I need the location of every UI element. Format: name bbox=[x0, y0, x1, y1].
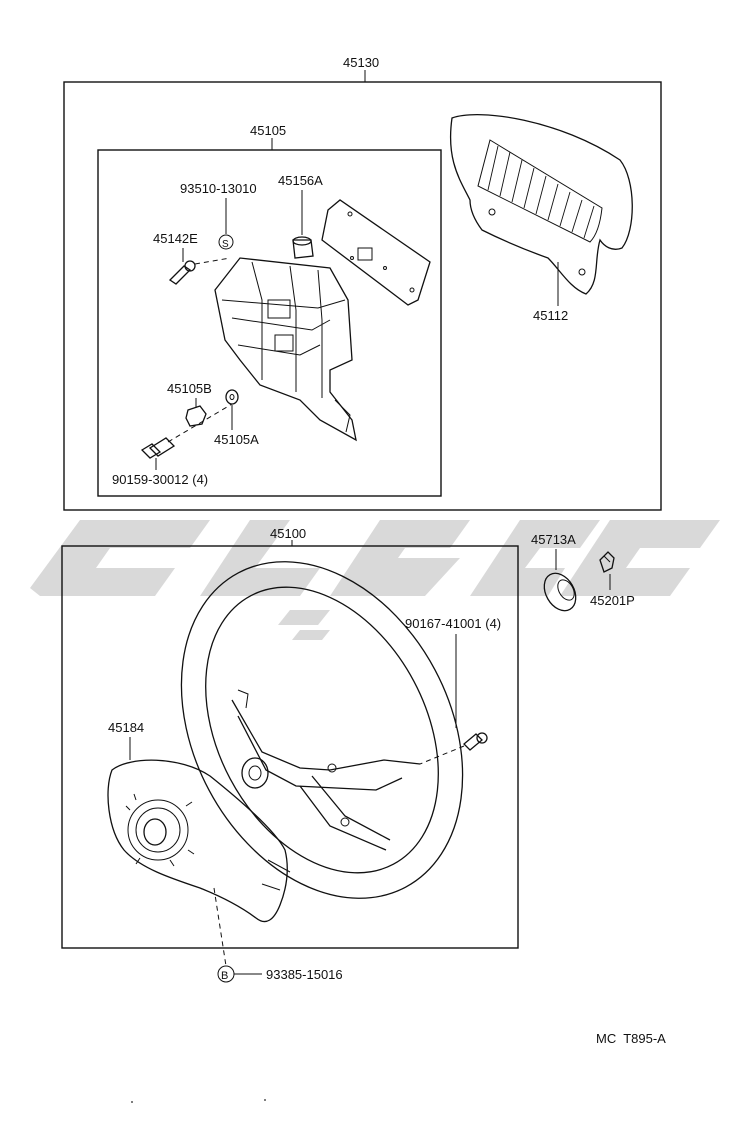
dash-93385 bbox=[213, 887, 227, 967]
part-45201P-clip bbox=[599, 551, 615, 573]
label-45105A: 45105A bbox=[214, 432, 259, 447]
dash-90167 bbox=[419, 745, 465, 765]
part-45156A bbox=[292, 236, 314, 259]
label-45130: 45130 bbox=[343, 55, 379, 70]
wheel-assembly: 45100 90167-41001 (4) 45184 bbox=[61, 526, 519, 967]
s-marker-text: S bbox=[222, 239, 229, 250]
part-45105A-washer bbox=[225, 389, 239, 405]
dash-90159 bbox=[167, 403, 233, 443]
label-90159-30012: 90159-30012 (4) bbox=[112, 472, 208, 487]
label-90167-41001: 90167-41001 (4) bbox=[405, 616, 501, 631]
label-93385-15016: 93385-15016 bbox=[266, 967, 343, 982]
diagram-code: MC T895-A bbox=[596, 1031, 666, 1046]
upper-assembly-frame bbox=[63, 81, 662, 511]
contact-plate bbox=[321, 199, 431, 306]
part-45105B-nut bbox=[185, 405, 207, 427]
label-93510-13010: 93510-13010 bbox=[180, 181, 257, 196]
inner-assembly-frame bbox=[97, 149, 442, 497]
label-45201P: 45201P bbox=[590, 593, 635, 608]
part-90159-bolt bbox=[140, 437, 176, 459]
wheel-assembly-frame bbox=[61, 545, 519, 949]
label-45713A: 45713A bbox=[531, 532, 576, 547]
scan-speck bbox=[131, 1101, 133, 1103]
label-45184: 45184 bbox=[108, 720, 144, 735]
b-marker-text: B bbox=[221, 970, 228, 982]
part-93385: B 93385-15016 bbox=[217, 965, 343, 983]
part-45184-cover bbox=[107, 759, 291, 923]
scan-speck bbox=[264, 1099, 266, 1101]
steering-wheel-rim bbox=[180, 561, 464, 899]
label-45100: 45100 bbox=[270, 526, 306, 541]
label-45156A: 45156A bbox=[278, 173, 323, 188]
label-45112: 45112 bbox=[533, 308, 568, 323]
label-45105B: 45105B bbox=[167, 381, 212, 396]
horn-bracket bbox=[214, 257, 357, 442]
watermark-logo bbox=[30, 520, 720, 640]
dash-45142E bbox=[194, 257, 231, 265]
part-90167-screw bbox=[463, 732, 488, 751]
part-45713A-spacer bbox=[543, 572, 577, 612]
part-45142E-screw bbox=[168, 260, 196, 285]
part-45112-horn-pad bbox=[449, 114, 633, 295]
label-45105: 45105 bbox=[250, 123, 286, 138]
steering-wheel-spokes bbox=[231, 689, 421, 851]
label-45142E: 45142E bbox=[153, 231, 198, 246]
s-marker-circle bbox=[218, 234, 234, 250]
upper-assembly: 45130 45105 93510-13010 S 45156A 45142E bbox=[63, 55, 662, 511]
